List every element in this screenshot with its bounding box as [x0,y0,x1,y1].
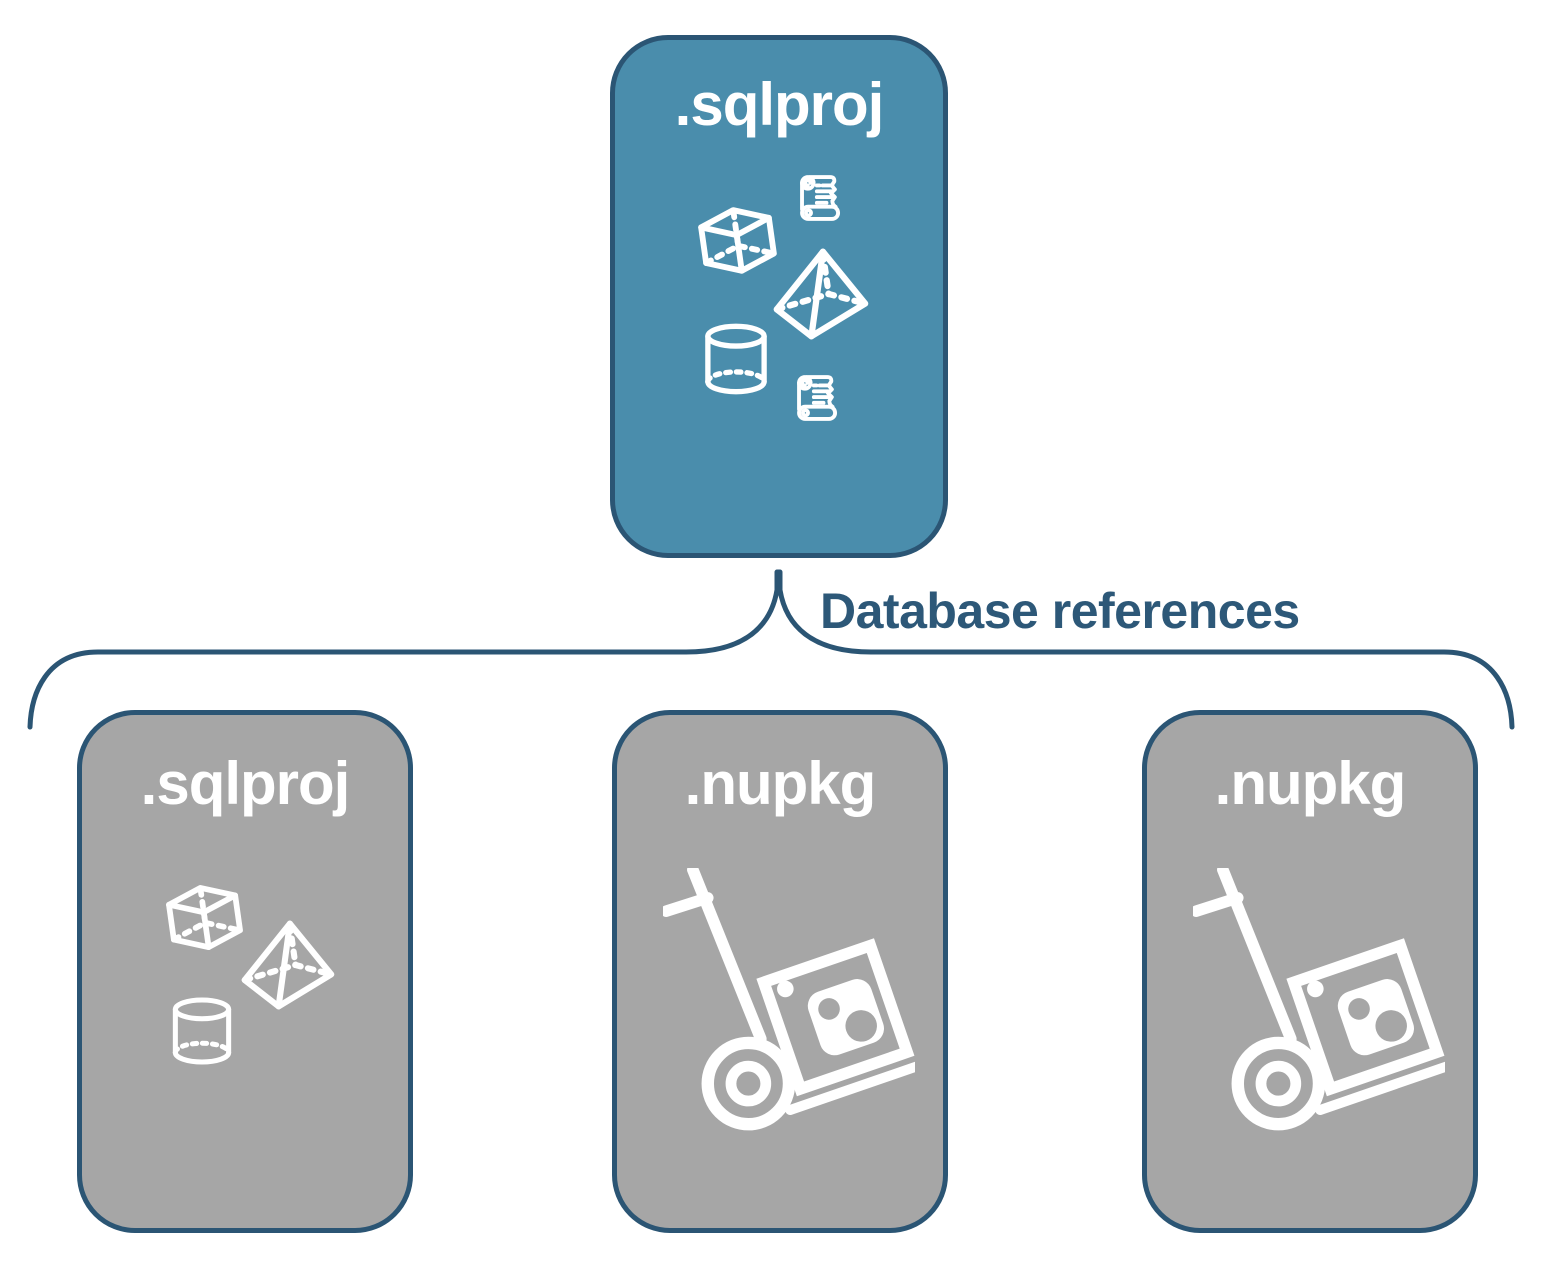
pyramid-icon [768,246,874,342]
scroll-icon [790,368,848,430]
cylinder-icon [166,988,238,1074]
scroll-icon [793,168,851,230]
nuget-dolly-icon [1193,868,1445,1140]
node-title: .sqlproj [674,71,885,138]
cylinder-icon [698,316,774,402]
node-child-nupkg: .nupkg [612,710,948,1233]
node-title: .nupkg [684,750,877,817]
pyramid-icon [236,918,340,1012]
node-child-nupkg: .nupkg [1142,710,1478,1233]
node-root-sqlproj: .sqlproj [610,35,948,558]
connector-label: Database references [820,583,1300,639]
nuget-dolly-icon [663,868,915,1140]
node-title: .nupkg [1214,750,1407,817]
node-title: .sqlproj [140,750,351,817]
node-child-sqlproj: .sqlproj [77,710,413,1233]
